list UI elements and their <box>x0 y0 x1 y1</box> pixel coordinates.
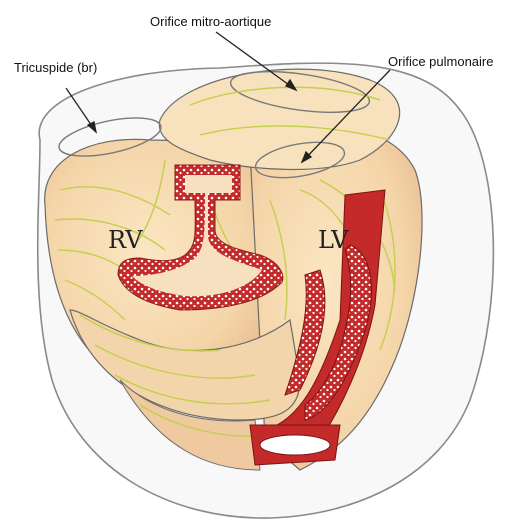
label-pulmonary: Orifice pulmonaire <box>388 54 494 69</box>
label-tricuspid: Tricuspide (br) <box>14 60 97 75</box>
apex-opening <box>260 435 330 455</box>
label-rv: RV <box>108 226 143 254</box>
label-lv: LV <box>318 226 349 254</box>
label-mitro-aortic: Orifice mitro-aortique <box>150 14 271 29</box>
